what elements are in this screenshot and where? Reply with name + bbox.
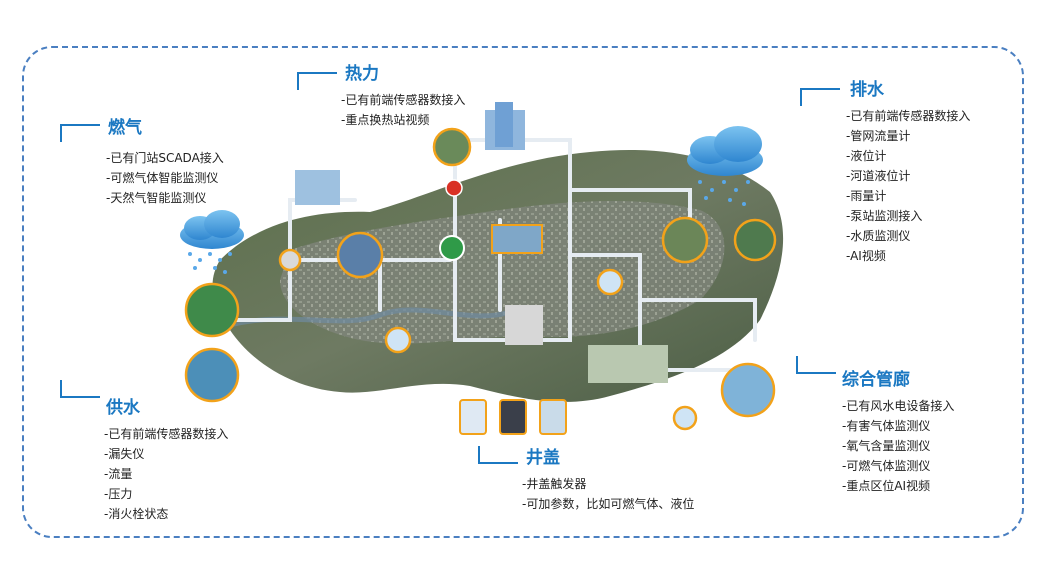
drain-item: -泵站监测接入 <box>846 209 923 223</box>
drain-item: -已有前端传感器数接入 <box>846 109 971 123</box>
alarm-marker-icon <box>445 179 463 197</box>
gas-item: -可燃气体智能监测仪 <box>106 171 219 185</box>
tunnel-item: -已有风水电设备接入 <box>842 399 955 413</box>
water-title: 供水 <box>106 398 140 418</box>
heat-items: -已有前端传感器数接入 -重点换热站视频 <box>341 90 465 130</box>
drain-item: -河道液位计 <box>846 169 911 183</box>
gas-title: 燃气 <box>108 118 142 138</box>
water-item: -消火栓状态 <box>104 507 169 521</box>
drain-item: -水质监测仪 <box>846 229 911 243</box>
heat-item: -重点换热站视频 <box>341 113 430 127</box>
drain-bracket <box>800 88 840 106</box>
tunnel-panel: 综合管廊 -已有风水电设备接入 -有害气体监测仪 -氧气含量监测仪 -可燃气体监… <box>796 356 954 496</box>
heat-logo-icon <box>439 235 465 261</box>
drain-item: -液位计 <box>846 149 887 163</box>
manhole-title: 井盖 <box>526 448 560 468</box>
drain-title: 排水 <box>850 80 884 100</box>
meter-device-icons <box>459 399 567 435</box>
tunnel-item: -氧气含量监测仪 <box>842 439 931 453</box>
manhole-panel: 井盖 -井盖触发器 -可加参数，比如可燃气体、液位 <box>478 446 694 514</box>
water-bracket <box>60 380 100 398</box>
manhole-item: -可加参数，比如可燃气体、液位 <box>522 497 695 511</box>
water-panel: 供水 -已有前端传感器数接入 -漏失仪 -流量 -压力 -消火栓状态 <box>60 380 228 524</box>
water-item: -流量 <box>104 467 133 481</box>
drain-item: -AI视频 <box>846 249 886 263</box>
tunnel-item: -重点区位AI视频 <box>842 479 931 493</box>
drain-items: -已有前端传感器数接入 -管网流量计 -液位计 -河道液位计 -雨量计 -泵站监… <box>846 106 970 266</box>
gas-items: -已有门站SCADA接入 -可燃气体智能监测仪 -天然气智能监测仪 <box>106 148 224 208</box>
node-circles <box>184 127 777 431</box>
manhole-item: -井盖触发器 <box>522 477 587 491</box>
tunnel-bracket <box>796 356 836 374</box>
water-item: -漏失仪 <box>104 447 145 461</box>
dashed-frame <box>22 46 1024 538</box>
gas-item: -已有门站SCADA接入 <box>106 151 224 165</box>
drain-panel: 排水 -已有前端传感器数接入 -管网流量计 -液位计 -河道液位计 -雨量计 -… <box>800 80 970 266</box>
manhole-bracket <box>478 446 518 464</box>
gas-item: -天然气智能监测仪 <box>106 191 207 205</box>
tunnel-items: -已有风水电设备接入 -有害气体监测仪 -氧气含量监测仪 -可燃气体监测仪 -重… <box>842 396 954 496</box>
heat-panel: 热力 -已有前端传感器数接入 -重点换热站视频 <box>297 64 465 130</box>
gas-panel: 燃气 -已有门站SCADA接入 -可燃气体智能监测仪 -天然气智能监测仪 <box>60 118 224 208</box>
building-icons <box>295 102 668 383</box>
tunnel-item: -可燃气体监测仪 <box>842 459 931 473</box>
drain-item: -管网流量计 <box>846 129 911 143</box>
city-map-illustration <box>180 102 784 435</box>
tunnel-item: -有害气体监测仪 <box>842 419 931 433</box>
heat-item: -已有前端传感器数接入 <box>341 93 466 107</box>
water-item: -已有前端传感器数接入 <box>104 427 229 441</box>
heat-bracket <box>297 72 337 90</box>
water-item: -压力 <box>104 487 133 501</box>
tunnel-title: 综合管廊 <box>842 370 910 390</box>
water-items: -已有前端传感器数接入 -漏失仪 -流量 -压力 -消火栓状态 <box>104 424 228 524</box>
drain-item: -雨量计 <box>846 189 887 203</box>
gas-bracket <box>60 124 100 142</box>
manhole-items: -井盖触发器 -可加参数，比如可燃气体、液位 <box>522 474 694 514</box>
rain-cloud-left-icon <box>180 210 244 274</box>
rain-cloud-right-icon <box>687 126 763 206</box>
heat-title: 热力 <box>345 64 379 84</box>
city-area <box>280 200 725 344</box>
